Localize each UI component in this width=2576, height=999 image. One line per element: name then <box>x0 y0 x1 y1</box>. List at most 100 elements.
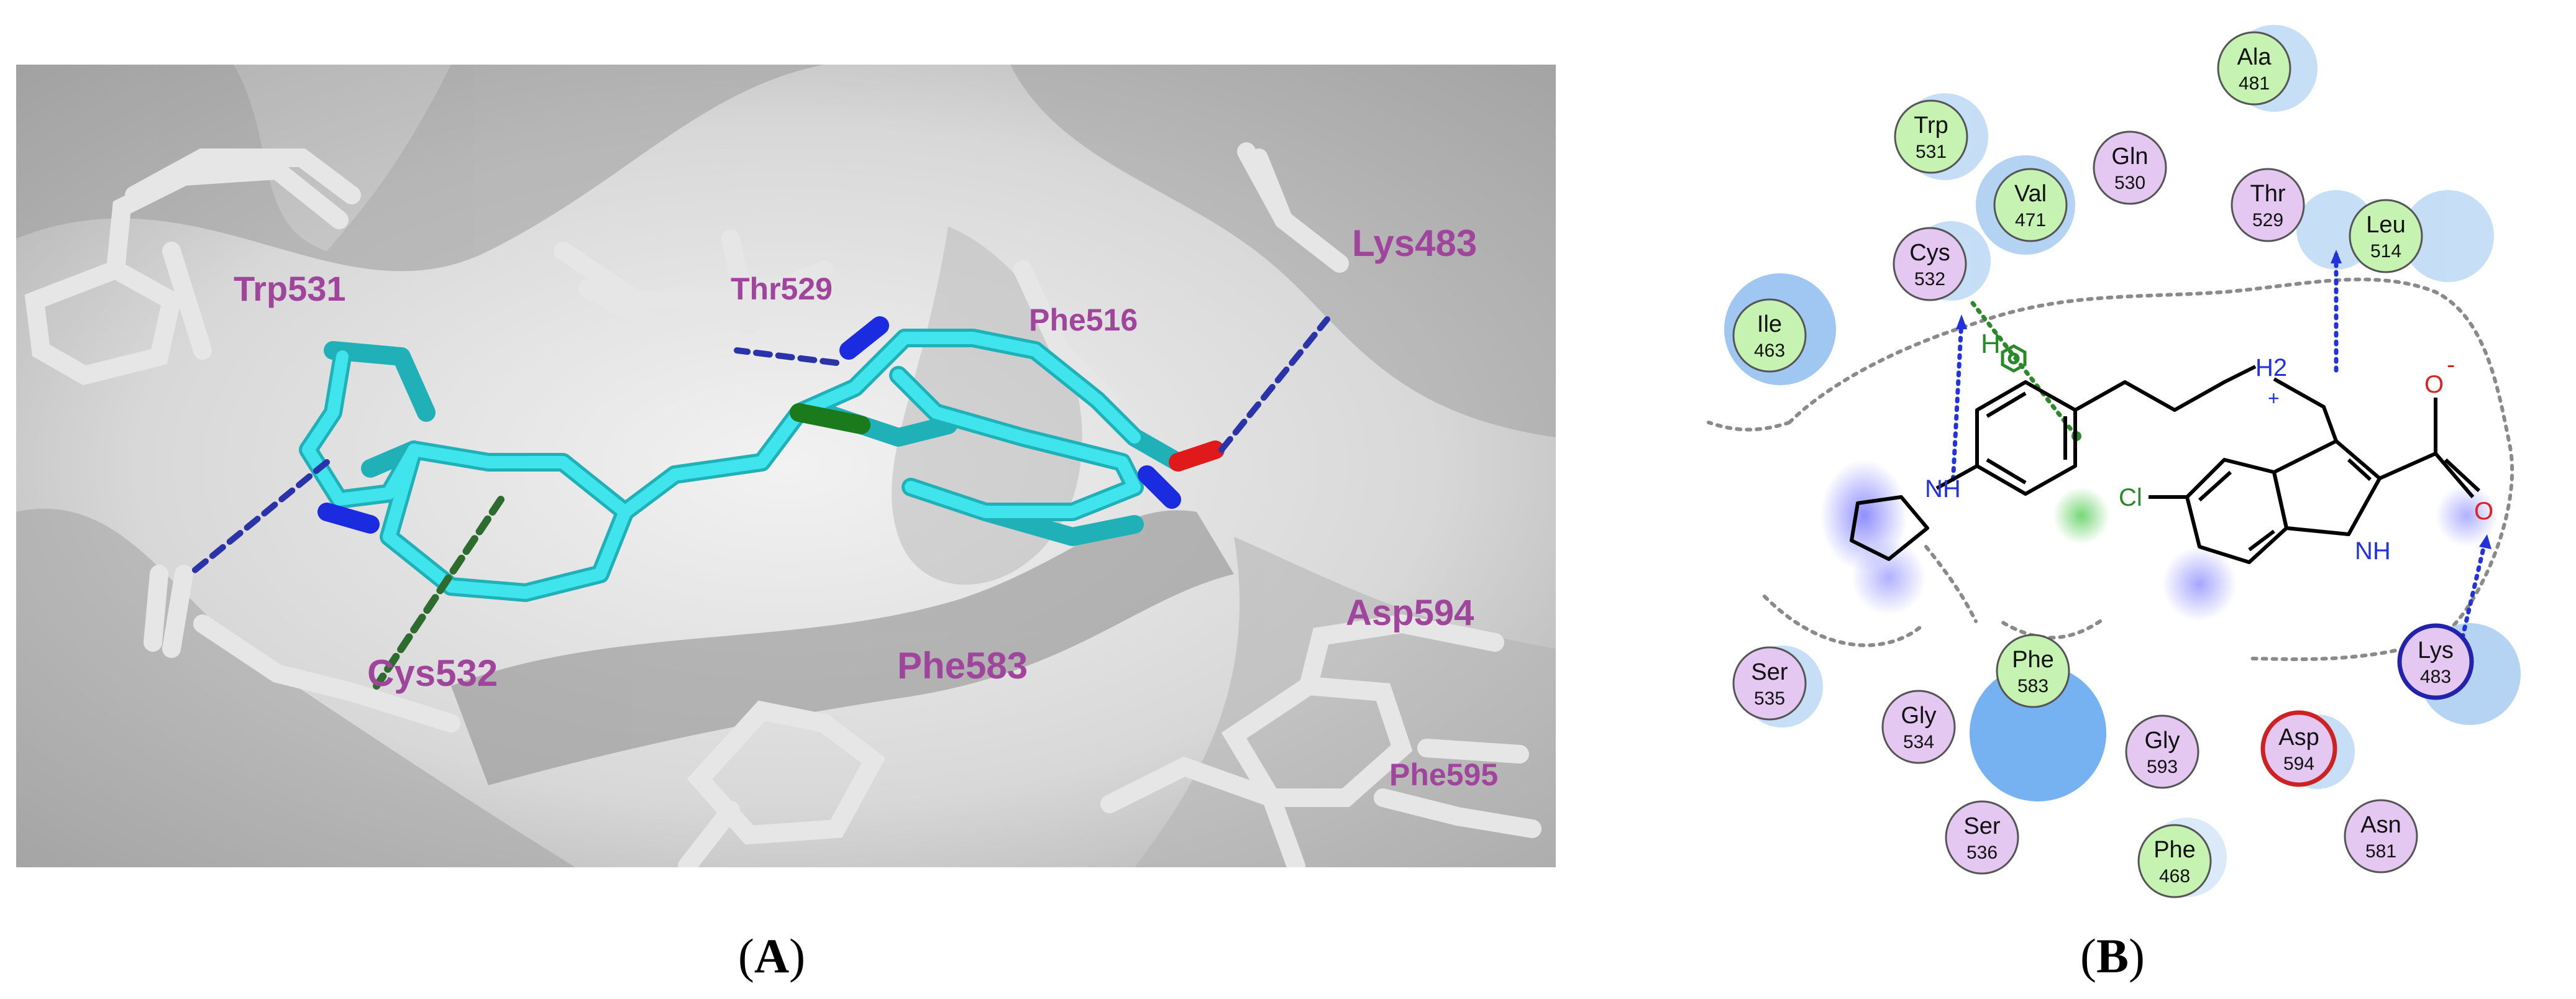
residue-name: Ile <box>1757 311 1782 337</box>
residue-name: Gly <box>1901 703 1937 729</box>
residue-name: Asp <box>2278 724 2319 750</box>
residue-number: 468 <box>2159 866 2190 887</box>
label-asp594: Asp594 <box>1346 593 1474 633</box>
residue-ile-463: Ile 463 <box>1732 298 1807 373</box>
residue-name: Ser <box>1963 813 2000 839</box>
label-cys532: Cys532 <box>367 652 498 694</box>
residue-number: 581 <box>2365 841 2396 862</box>
ligand-sticks <box>299 316 1225 602</box>
atom-o: O <box>2474 498 2493 525</box>
atom-minus-sign: - <box>2447 351 2455 378</box>
residue-disc <box>2093 130 2167 205</box>
pi-interaction-icon <box>2001 344 2027 373</box>
atom-o-minus: O <box>2424 371 2444 398</box>
residue-disc <box>2125 714 2199 789</box>
residue-asp-594: Asp 594 <box>2260 710 2337 787</box>
label-phe516: Phe516 <box>1029 303 1138 337</box>
residue-number: 534 <box>1903 732 1934 752</box>
residue-name: Asn <box>2360 812 2401 838</box>
residue-name: Thr <box>2250 181 2286 207</box>
residue-number: 536 <box>1966 842 1998 863</box>
atom-nh-indole: NH <box>2355 537 2391 565</box>
residue-disc <box>1881 690 1956 764</box>
residue-disc <box>1945 800 2019 875</box>
residue-disc <box>1996 634 2070 708</box>
residue-gly-534: Gly 534 <box>1881 690 1956 764</box>
residue-disc <box>1893 227 1967 301</box>
residue-name: Trp <box>1914 112 1948 139</box>
residue-disc <box>2137 824 2212 898</box>
label-thr529: Thr529 <box>731 271 833 306</box>
h-atom-label: H <box>1981 329 2001 359</box>
residue-number: 532 <box>1914 269 1945 290</box>
residue-phe-468: Phe 468 <box>2137 824 2212 898</box>
residue-number: 593 <box>2147 757 2178 777</box>
exposure-halo <box>2162 547 2237 621</box>
residue-disc <box>1993 168 2068 242</box>
residue-ala-481: Ala 481 <box>2217 31 2291 106</box>
atom-nh2: H2 <box>2255 354 2287 381</box>
residue-lys-483: Lys 483 <box>2397 623 2474 700</box>
residue-number: 583 <box>2017 676 2048 696</box>
ligand-structure <box>1850 365 2481 564</box>
residue-gly-593: Gly 593 <box>2125 714 2199 789</box>
residue-name: Lys <box>2418 637 2454 664</box>
label-lys483: Lys483 <box>1352 222 1477 264</box>
exposure-halo <box>2053 487 2110 544</box>
residue-val-471: Val 471 <box>1993 168 2068 242</box>
residue-leu-514: Leu 514 <box>2349 199 2423 273</box>
residue-disc <box>2344 799 2418 874</box>
residue-name: Phe <box>2154 837 2196 863</box>
residue-number: 594 <box>2283 754 2314 774</box>
residue-number: 530 <box>2114 173 2145 193</box>
residue-phe-583: Phe 583 <box>1996 634 2070 708</box>
residue-number: 514 <box>2370 241 2401 262</box>
residue-disc <box>1894 99 1968 174</box>
pocket-outline <box>1707 277 2514 662</box>
residue-number: 529 <box>2252 210 2283 230</box>
residue-name: Gln <box>2111 144 2148 170</box>
residue-sticks <box>24 142 1541 875</box>
residue-number: 481 <box>2239 73 2270 94</box>
residue-disc <box>2349 199 2423 273</box>
residue-number: 471 <box>2015 210 2046 230</box>
atom-nh-pyrrolidine: NH <box>1925 475 1961 503</box>
residue-disc <box>2397 623 2474 700</box>
residue-disc <box>1732 298 1807 373</box>
label-phe583: Phe583 <box>897 645 1028 687</box>
atom-n-plus: + <box>2268 387 2280 409</box>
panel-b-caption: (B) <box>2080 929 2145 983</box>
label-phe595: Phe595 <box>1389 757 1498 792</box>
residue-name: Ala <box>2237 44 2272 70</box>
residue-disc <box>2217 31 2291 106</box>
residue-ser-536: Ser 536 <box>1945 800 2019 875</box>
residue-name: Leu <box>2366 212 2405 238</box>
label-trp531: Trp531 <box>234 269 346 308</box>
panel-a-caption: (A) <box>738 929 806 983</box>
residue-name: Cys <box>1909 240 1950 266</box>
residue-name: Ser <box>1751 659 1788 685</box>
residue-asn-581: Asn 581 <box>2344 799 2418 874</box>
interaction-dashes <box>187 316 1330 690</box>
residue-name: Val <box>2014 181 2047 207</box>
residue-disc <box>1732 646 1807 721</box>
residue-number: 463 <box>1754 340 1785 361</box>
residue-number: 483 <box>2420 667 2451 687</box>
residue-cys-532: Cys 532 <box>1893 227 1967 301</box>
residue-disc <box>2231 168 2305 242</box>
exposure-halo <box>2436 485 2498 547</box>
residue-thr-529: Thr 529 <box>2231 168 2305 242</box>
residue-trp-531: Trp 531 <box>1894 99 1968 174</box>
residue-number: 531 <box>1916 142 1947 162</box>
residue-name: Gly <box>2145 728 2180 754</box>
panel-a-3d-render: Trp531 Thr529 Phe516 Lys483 Cys532 Phe58… <box>16 65 1556 875</box>
residue-gln-530: Gln 530 <box>2093 130 2167 205</box>
exposure-halo <box>1852 541 1926 615</box>
residue-name: Phe <box>2012 647 2054 673</box>
atom-cl: Cl <box>2119 484 2142 511</box>
residue-number: 535 <box>1754 688 1785 709</box>
residue-ser-535: Ser 535 <box>1732 646 1807 721</box>
residue-disc <box>2260 710 2337 787</box>
